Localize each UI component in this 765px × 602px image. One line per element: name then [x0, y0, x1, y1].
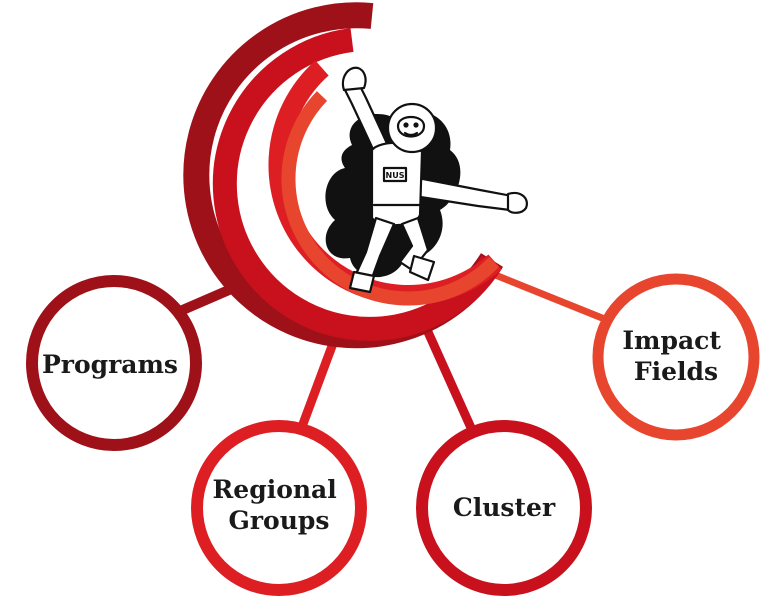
astronaut-eye-left — [403, 122, 409, 128]
node-impact-fields[interactable]: Impact Fields — [592, 273, 760, 441]
astronaut-mouth — [403, 131, 419, 137]
astronaut-raised-hand — [341, 66, 367, 92]
connector-cluster — [423, 330, 477, 432]
astronaut-illustration: NUS — [325, 66, 528, 294]
node-impact-fields-line1: Impact — [622, 326, 721, 355]
astronaut-right-boot — [408, 254, 436, 282]
astronaut-chest-badge — [382, 166, 408, 183]
node-regional-groups[interactable]: Regional Groups — [191, 420, 367, 596]
node-impact-fields-label: Impact Fields — [622, 326, 729, 386]
hub-arcs — [183, 2, 504, 349]
node-regional-groups-line2: Groups — [229, 506, 330, 535]
hub-arc-second — [212, 28, 503, 341]
node-cluster-ring — [416, 420, 592, 596]
connector-lines — [176, 264, 614, 434]
astronaut-badge-text: NUS — [386, 171, 405, 180]
node-impact-fields-line2: Fields — [634, 357, 718, 386]
astronaut-torso — [370, 141, 424, 227]
astronaut-face — [396, 115, 426, 138]
connector-impact-fields — [476, 264, 614, 326]
node-regional-groups-label: Regional Groups — [213, 475, 346, 535]
node-cluster[interactable]: Cluster — [416, 420, 592, 596]
node-programs-ring — [26, 275, 202, 451]
astronaut-eye-right — [413, 122, 419, 128]
connector-regional-groups — [295, 328, 343, 434]
astronaut-left-boot — [348, 270, 376, 294]
node-programs[interactable]: Programs — [26, 275, 202, 451]
node-cluster-label: Cluster — [453, 493, 556, 522]
hub-arc-inner — [281, 91, 500, 306]
node-regional-groups-line1: Regional — [213, 475, 337, 504]
node-impact-fields-ring — [592, 273, 760, 441]
node-programs-label: Programs — [42, 350, 178, 379]
astronaut-extended-hand — [506, 191, 528, 214]
node-regional-groups-ring — [191, 420, 367, 596]
